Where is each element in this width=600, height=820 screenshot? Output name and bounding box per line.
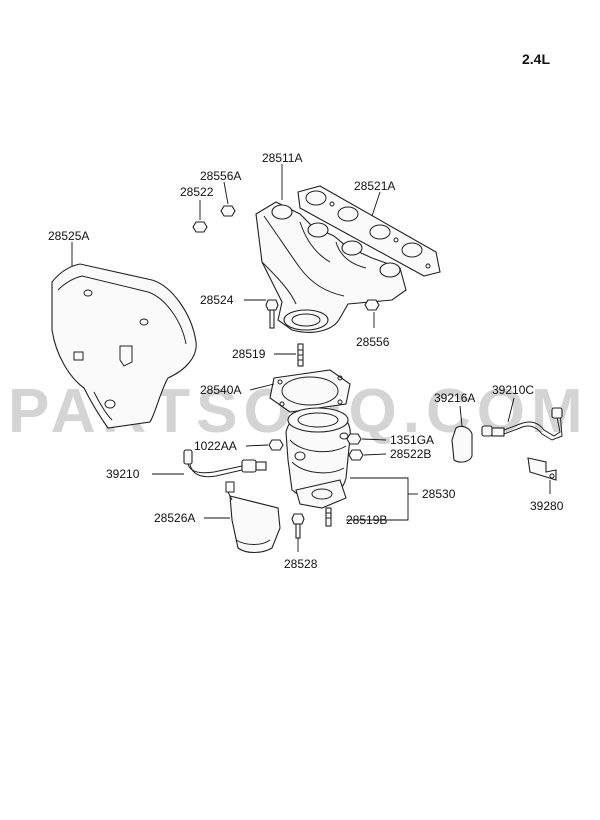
label-28522B[interactable]: 28522B	[390, 447, 431, 461]
bracket-39280[interactable]	[527, 457, 557, 481]
label-28519B[interactable]: 28519B	[346, 513, 387, 527]
label-39210C[interactable]: 39210C	[492, 383, 534, 397]
leader-lines	[71, 164, 551, 552]
label-28524[interactable]: 28524	[200, 293, 234, 307]
label-28528[interactable]: 28528	[284, 557, 318, 571]
nut-28556A[interactable]	[220, 205, 236, 217]
label-39216A[interactable]: 39216A	[434, 391, 475, 405]
converter-gasket-28540A[interactable]	[269, 369, 351, 413]
nut-1351GA[interactable]	[346, 433, 362, 445]
label-28530[interactable]: 28530	[422, 487, 456, 501]
nut-28522B[interactable]	[348, 449, 364, 461]
label-28556[interactable]: 28556	[356, 335, 390, 349]
bolt-28524[interactable]	[265, 299, 279, 329]
catalytic-converter-28530[interactable]	[285, 407, 351, 509]
bolt-28528[interactable]	[291, 513, 305, 539]
sensor-protector-39216A[interactable]	[451, 425, 473, 463]
oxygen-sensor-39210[interactable]	[183, 449, 267, 478]
nut-1022AA[interactable]	[268, 439, 284, 451]
nut-28522[interactable]	[192, 221, 208, 233]
manifold-gasket-28521A[interactable]	[297, 185, 441, 277]
label-28519[interactable]: 28519	[232, 347, 266, 361]
nut-28556[interactable]	[364, 299, 380, 311]
label-28556A[interactable]: 28556A	[200, 169, 241, 183]
heat-shield-28525A[interactable]	[51, 263, 197, 429]
label-1022AA[interactable]: 1022AA	[194, 439, 237, 453]
engine-label: 2.4L	[522, 51, 550, 67]
label-28511A[interactable]: 28511A	[262, 151, 302, 165]
label-39280[interactable]: 39280	[530, 499, 564, 513]
label-28525A[interactable]: 28525A	[48, 229, 89, 243]
stud-28519B[interactable]	[325, 507, 332, 527]
oxygen-sensor-39210C[interactable]	[481, 407, 563, 441]
label-39210[interactable]: 39210	[106, 467, 140, 481]
label-28522[interactable]: 28522	[180, 185, 214, 199]
heat-protector-28526A[interactable]	[225, 481, 281, 554]
label-28526A[interactable]: 28526A	[154, 511, 195, 525]
label-28540A[interactable]: 28540A	[200, 383, 241, 397]
label-28521A[interactable]: 28521A	[354, 179, 395, 193]
label-1351GA[interactable]: 1351GA	[390, 433, 434, 447]
stud-28519[interactable]	[297, 343, 304, 367]
